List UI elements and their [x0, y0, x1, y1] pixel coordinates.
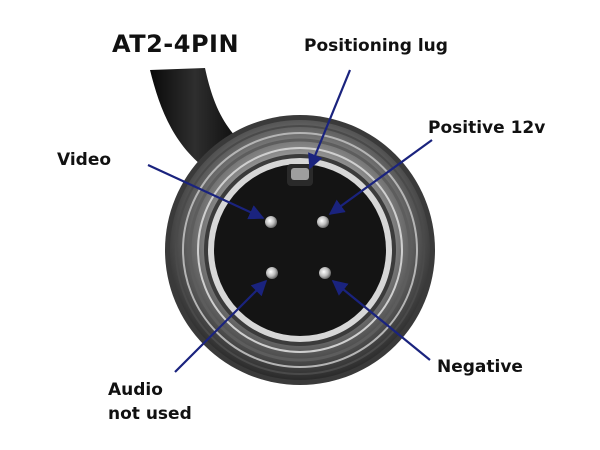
- connector-body: [165, 115, 435, 385]
- pin-negative: [319, 267, 331, 279]
- arrow-positioning-lug: [308, 69, 352, 170]
- pin-positive: [317, 216, 329, 228]
- positioning-lug: [287, 164, 313, 186]
- label-audio: Audio not used: [108, 378, 192, 426]
- label-positive: Positive 12v: [428, 118, 546, 138]
- arrow-video: [147, 164, 265, 220]
- label-positioning-lug: Positioning lug: [304, 36, 448, 56]
- label-audio-line1: Audio: [108, 380, 163, 400]
- label-negative: Negative: [437, 357, 523, 377]
- arrow-positive: [328, 139, 433, 215]
- label-video: Video: [57, 150, 112, 170]
- label-audio-line2: not used: [108, 404, 192, 424]
- diagram-title: AT2-4PIN: [112, 30, 240, 58]
- pin-audio: [266, 267, 278, 279]
- arrow-negative: [331, 280, 431, 361]
- pin-video: [265, 216, 277, 228]
- arrow-audio: [174, 279, 268, 373]
